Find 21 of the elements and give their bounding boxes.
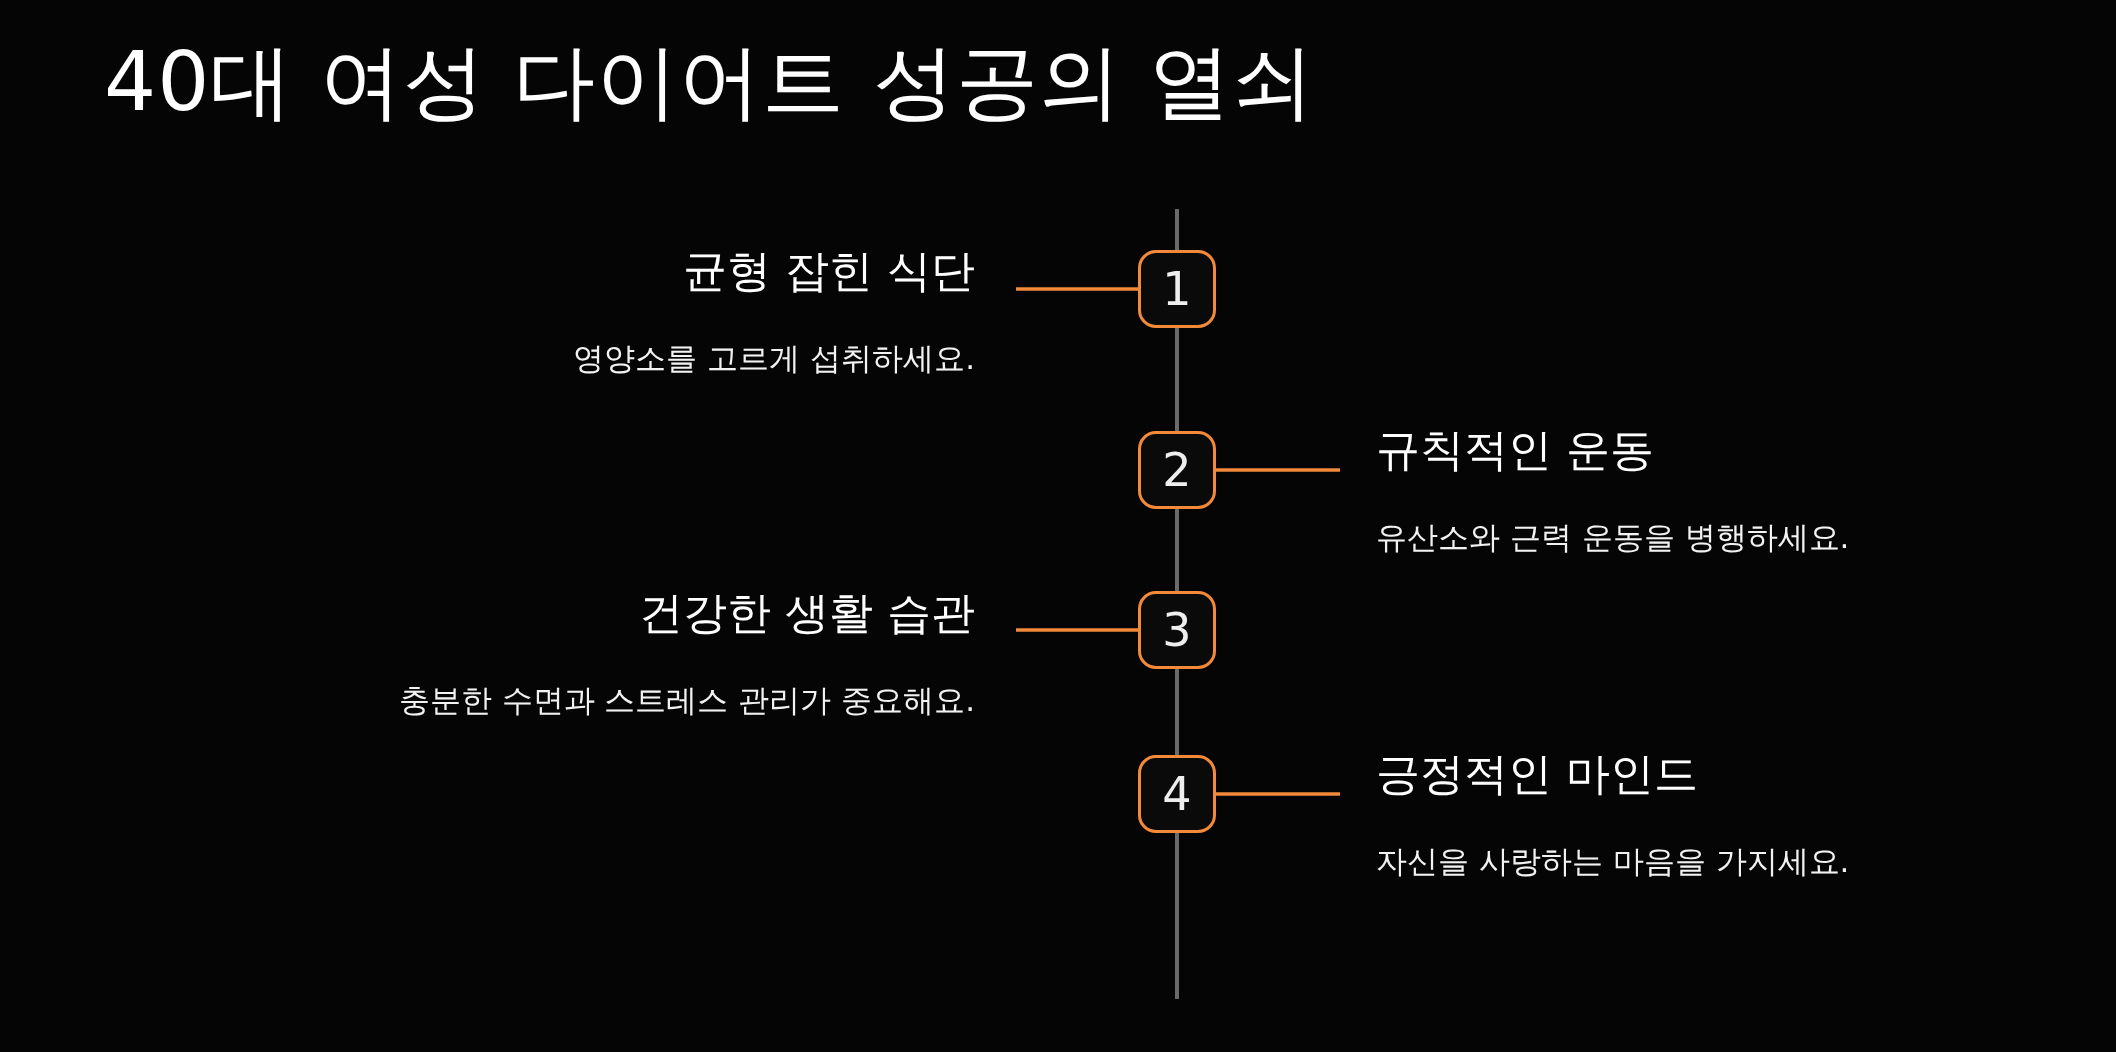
title: 40대 여성 다이어트 성공의 열쇠 (104, 33, 1315, 131)
step-heading: 건강한 생활 습관 (638, 587, 975, 640)
step-heading: 긍정적인 마인드 (1376, 748, 1699, 801)
connector-line (1016, 287, 1138, 291)
number-box (1138, 431, 1216, 509)
step-description: 영양소를 고르게 섭취하세요. (573, 338, 975, 378)
number-box (1138, 250, 1216, 328)
step-heading: 규칙적인 운동 (1376, 424, 1655, 477)
step-description: 유산소와 근력 운동을 병행하세요. (1376, 517, 1850, 557)
connector-line (1216, 468, 1340, 472)
connector-line (1016, 628, 1138, 632)
step-description: 충분한 수면과 스트레스 관리가 중요해요. (398, 680, 975, 720)
step-number: 3 (1162, 603, 1192, 657)
step-number: 1 (1162, 262, 1192, 316)
step-heading: 균형 잡힌 식단 (682, 245, 975, 298)
number-box (1138, 591, 1216, 669)
number-box (1138, 755, 1216, 833)
step-description: 자신을 사랑하는 마음을 가지세요. (1376, 841, 1850, 881)
connector-line (1216, 792, 1340, 796)
step-number: 4 (1162, 767, 1192, 821)
step-number: 2 (1162, 443, 1192, 497)
